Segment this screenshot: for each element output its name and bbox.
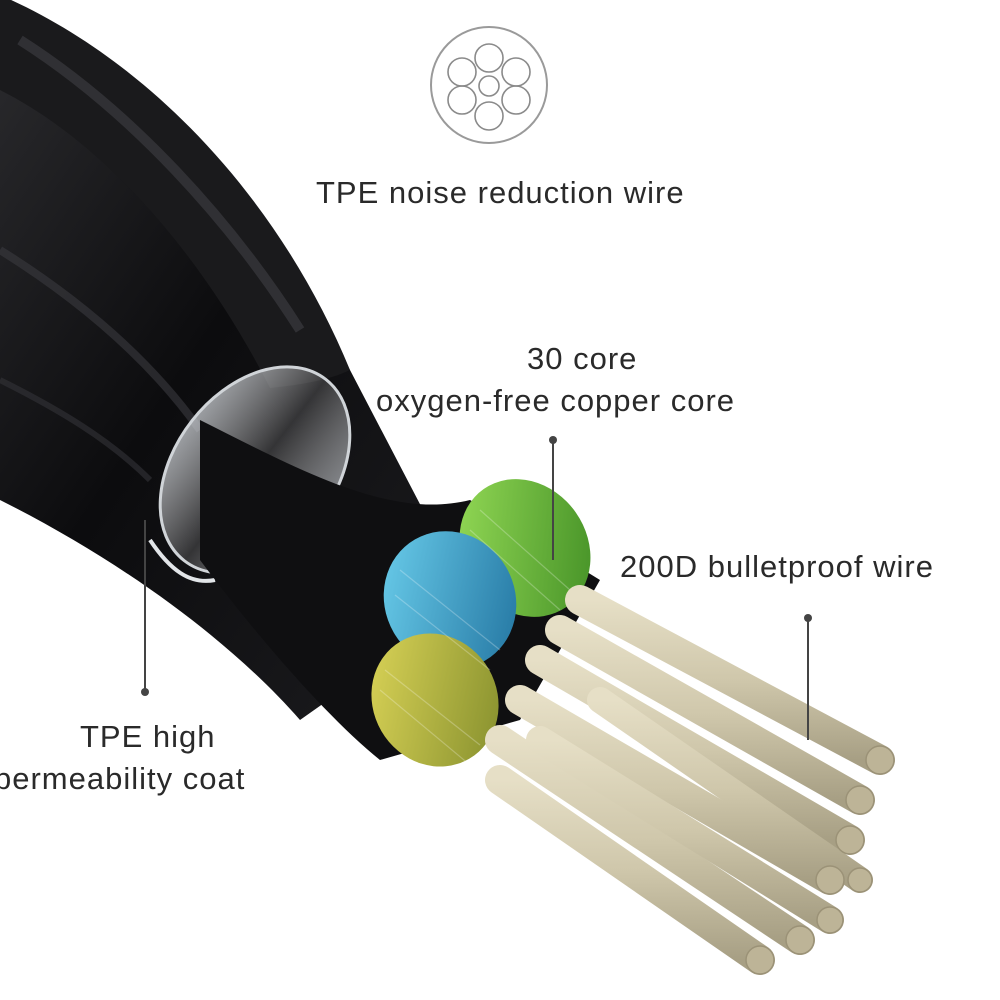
noise-reduction-wire-label: TPE noise reduction wire bbox=[316, 175, 685, 210]
copper-core-label-line2: oxygen-free copper core bbox=[376, 383, 736, 418]
copper-cores bbox=[371, 479, 591, 767]
copper-core-label-line1: 30 core bbox=[527, 341, 638, 376]
leader-lines bbox=[141, 436, 812, 740]
bulletproof-wire-label: 200D bulletproof wire bbox=[620, 549, 934, 584]
bulletproof-fiber-bundle bbox=[485, 585, 895, 975]
coat-label-line2: permeability coat bbox=[0, 761, 246, 796]
strand-cross-section-icon bbox=[430, 26, 548, 144]
blue-core bbox=[383, 531, 517, 669]
coat-label-line1: TPE high bbox=[80, 719, 216, 754]
yellow-core bbox=[371, 633, 499, 767]
